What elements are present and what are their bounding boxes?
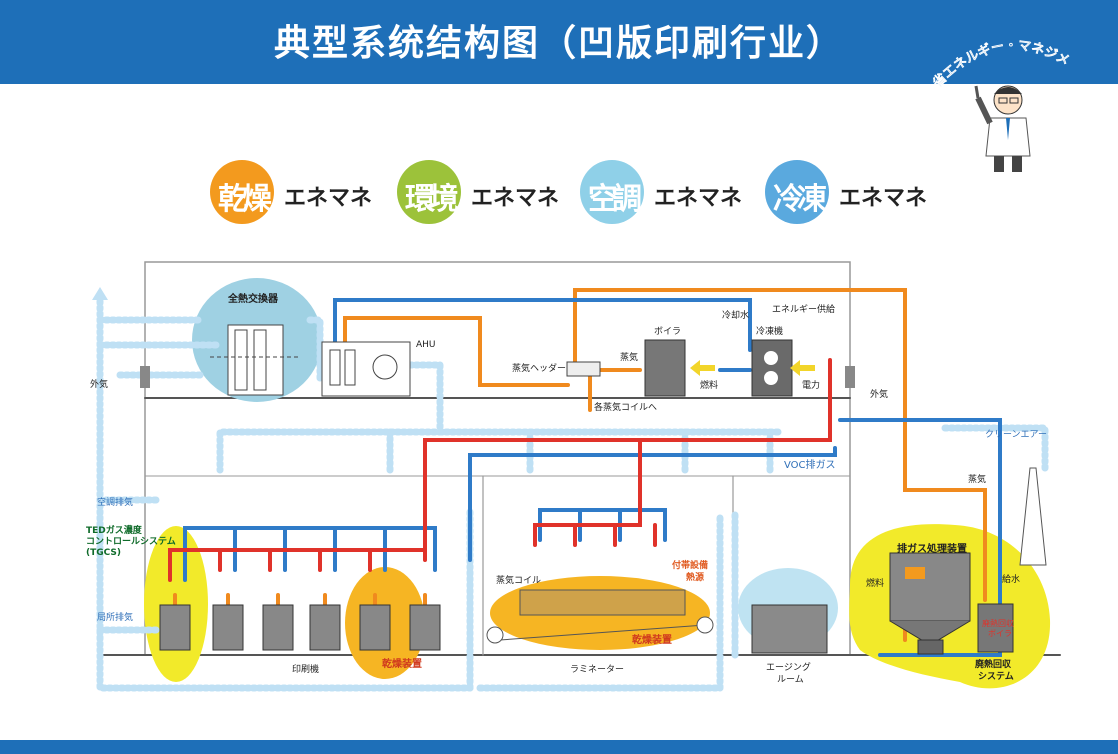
label-electricity: 電力 (802, 379, 820, 391)
label-exhaust-gas-treatment: 排ガス処理装置 (897, 542, 967, 555)
waste-heat-boiler-icon (977, 603, 1014, 653)
label-chilled-water: 冷却水 (722, 309, 749, 321)
label-voc-exhaust: VOC排ガス (784, 458, 836, 471)
left-wall-hatch (140, 366, 150, 388)
building-outline (144, 261, 851, 656)
label-feed-water: 給水 (1002, 573, 1020, 585)
label-steam-header: 蒸気ヘッダー (512, 362, 566, 374)
power-arrow-icon (790, 360, 815, 376)
legend-air-conditioning-kanji: 空調 (588, 182, 642, 217)
label-dryer-2: 乾燥装置 (632, 633, 672, 646)
legend-refrigeration-kanji: 冷凍 (773, 182, 827, 217)
label-outside-air-left: 外気 (90, 378, 108, 390)
label-tgcs-3: (TGCS) (86, 548, 121, 558)
legend-environment-kana: エネマネ (471, 186, 560, 211)
legend-refrigeration-kana: エネマネ (839, 186, 928, 211)
label-steam-coil: 蒸気コイル (496, 574, 541, 586)
footer-bar (0, 740, 1118, 754)
label-local-exhaust: 局所排気 (97, 611, 133, 623)
up-arrow-icon (92, 287, 108, 300)
header-bar: 典型系统结构图（凹版印刷行业） (0, 0, 1118, 84)
page-title: 典型系统结构图（凹版印刷行业） (273, 23, 844, 64)
label-ahu: AHU (416, 340, 436, 350)
ahu-icon (321, 341, 411, 397)
label-tgcs-2: コントロールシステム (86, 536, 176, 547)
label-boiler: ボイラ (654, 326, 681, 337)
label-aging-room-2: ルーム (777, 674, 804, 685)
label-aux-heat-1: 付帯設備 (672, 559, 708, 571)
fuel-arrow-icon (690, 360, 715, 376)
label-aging-room-1: エージング (766, 661, 811, 673)
printing-machines (159, 604, 441, 651)
legend-air-conditioning-circle (580, 160, 644, 224)
legend-dryer-kanji: 乾燥 (218, 182, 272, 217)
laminator-icon (486, 589, 714, 644)
label-clean-air: クリーンエアー (985, 429, 1047, 440)
label-ac-exhaust: 空調排気 (97, 496, 133, 508)
aging-room-icon (751, 604, 828, 654)
label-waste-heat-boiler-1: 廃熱回収 (982, 618, 1014, 628)
label-chiller: 冷凍機 (756, 325, 783, 337)
label-waste-heat-boiler-2: ボイラ (988, 629, 1012, 638)
label-to-steam-coils: 各蒸気コイルへ (594, 401, 657, 413)
legend-refrigeration-circle (765, 160, 829, 224)
legend-dryer-circle (210, 160, 274, 224)
label-dryer-1: 乾燥装置 (382, 657, 422, 670)
label-steam-2: 蒸気 (968, 473, 986, 485)
label-fuel: 燃料 (700, 379, 718, 391)
chimney-icon (1019, 467, 1047, 566)
label-laminator: ラミネーター (570, 664, 624, 675)
label-heat-exchanger: 全熱交換器 (227, 292, 279, 305)
steam-header-icon (566, 361, 601, 377)
legend-dryer-kana: エネマネ (284, 186, 373, 211)
legend-air-conditioning-kana: エネマネ (654, 186, 743, 211)
heat-exchanger-icon (210, 324, 300, 396)
label-heat-recovery-1: 廃熱回収 (975, 658, 1012, 670)
label-outside-air-right: 外気 (870, 388, 888, 400)
label-heat-recovery-2: システム (978, 671, 1014, 682)
label-printing-machine: 印刷機 (292, 663, 319, 675)
mascot-illustration: 省エネルギー・マネジメント (920, 28, 1070, 172)
legend-environment-kanji: 環境 (405, 182, 459, 217)
label-fuel-2: 燃料 (866, 577, 884, 589)
label-aux-heat-2: 熱源 (686, 571, 704, 583)
chiller-icon (751, 339, 793, 397)
exhaust-gas-treatment-icon (889, 552, 971, 655)
label-tgcs-1: TEDガス濃度 (86, 524, 143, 536)
label-steam: 蒸気 (620, 351, 638, 363)
label-energy-supply: エネルギー供給 (772, 303, 835, 315)
boiler-icon (644, 339, 686, 397)
legend-environment-circle (397, 160, 461, 224)
right-wall-hatch (845, 366, 855, 388)
